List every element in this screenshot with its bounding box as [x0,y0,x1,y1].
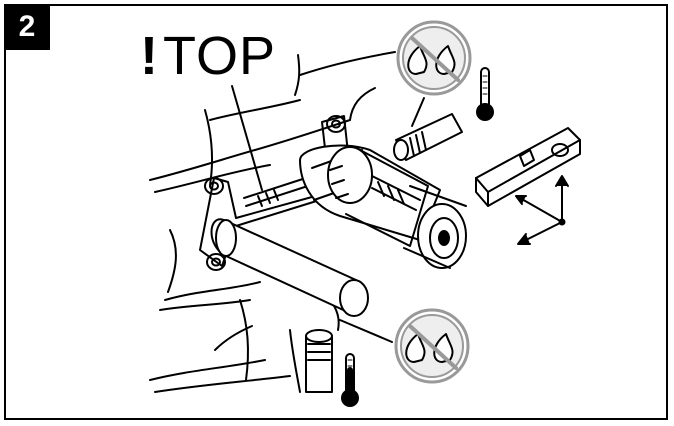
no-water-drops-icon [396,20,472,96]
thermometer-icon [476,67,494,121]
upper-pipe-fitting [393,97,463,161]
wall-cracks [149,51,396,393]
thermostat-mixing-valve [299,144,467,269]
lower-pipe-fitting [305,319,393,393]
top-orientation-label: !TOP [140,28,276,84]
step-number-badge: 2 [4,4,50,50]
thermometer-icon-lower [341,353,359,407]
no-water-drops-icon-lower [394,308,470,384]
top-text: TOP [162,26,277,86]
warning-exclamation: ! [140,26,159,86]
horizontal-pipe [210,218,369,317]
xyz-axes [515,175,569,245]
top-leader-line [231,85,263,191]
spirit-level [475,127,581,207]
